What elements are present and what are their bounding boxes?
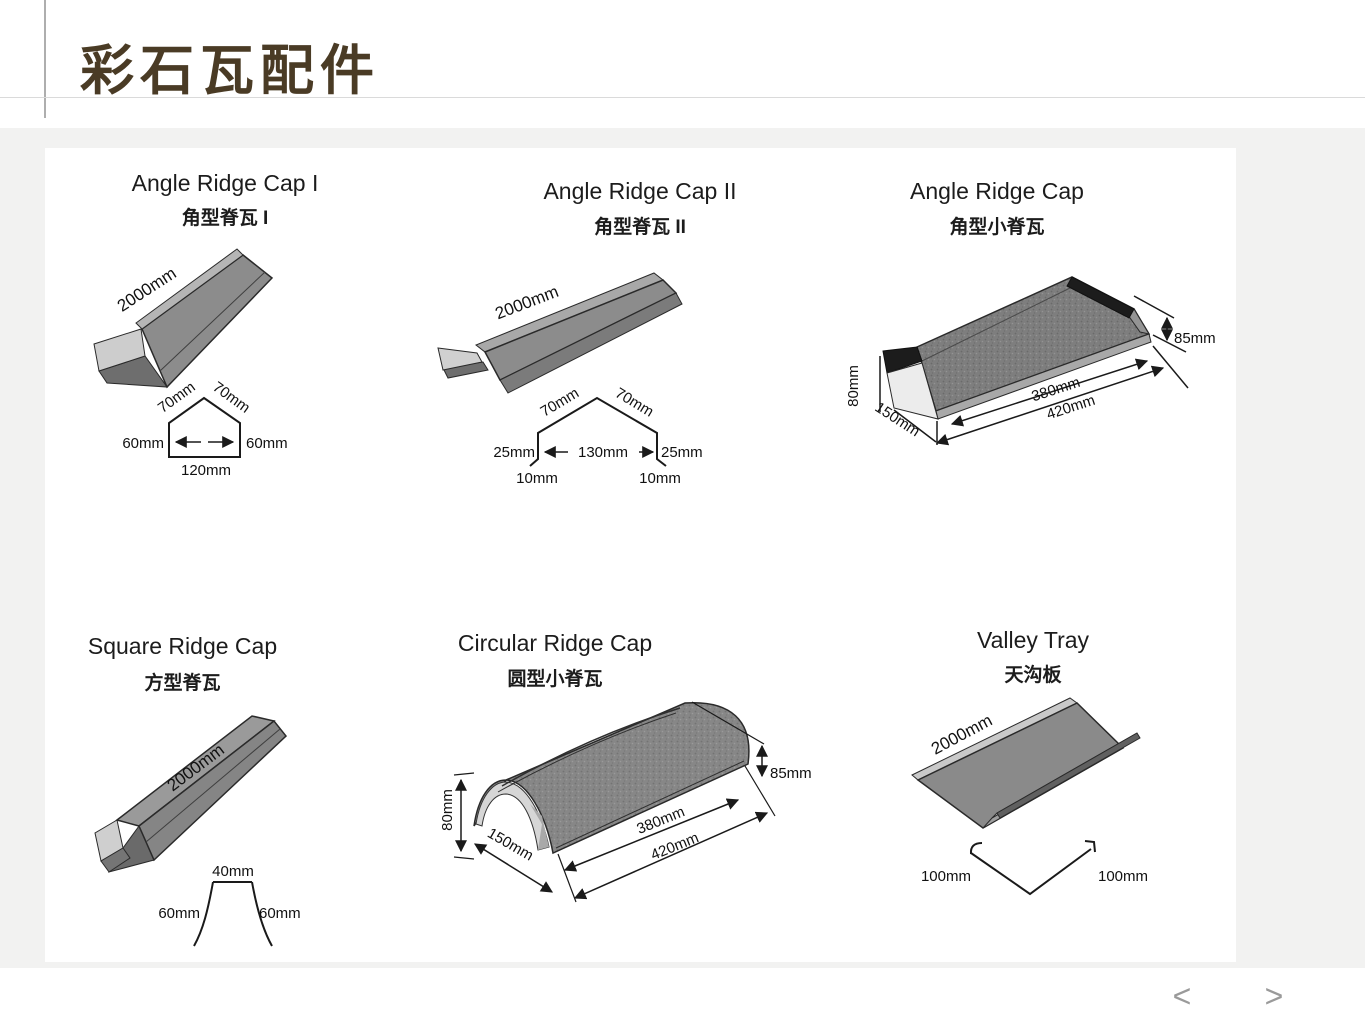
dim-slope-left: 70mm [537,385,581,421]
circular-ridge-cap-diagram: 80mm 150mm 380mm 420mm 85mm [439,701,812,903]
prev-page-button[interactable]: < [1162,976,1202,1016]
dim-end-height: 85mm [770,765,812,782]
product-name-en: Angle Ridge Cap [910,178,1084,204]
product-card-circular-ridge-cap: Circular Ridge Cap 圆型小脊瓦 80mm [430,620,845,960]
product-name-zh: 角型小脊瓦 [949,217,1045,238]
next-page-button[interactable]: > [1254,976,1294,1016]
dim-side-right: 100mm [1098,868,1148,885]
product-card-valley-tray: Valley Tray 天沟板 2000mm 100mm 100mm [845,620,1236,960]
dim-end-height: 85mm [1174,330,1216,347]
angle-ridge-cap-2-diagram: 2000mm 70mm 70mm 25mm 25mm 130mm 10mm 10… [437,272,703,487]
dim-flare-right: 10mm [639,470,681,487]
dim-height: 80mm [439,789,456,831]
product-name-en: Valley Tray [976,627,1090,653]
square-ridge-cap-diagram: 2000mm 40mm 60mm 60mm [94,715,301,947]
dim-side-left: 60mm [158,905,200,922]
product-name-zh: 方型脊瓦 [144,673,221,694]
catalog-panel: Angle Ridge Cap I 角型脊瓦 I 2000mm 70mm 70m… [45,148,1236,962]
dim-height: 80mm [845,365,862,407]
page-title: 彩石瓦配件 [80,41,380,101]
product-name-zh: 角型脊瓦 I [181,208,269,229]
dim-slope-right: 70mm [209,378,253,416]
product-name-en: Angle Ridge Cap II [543,178,737,204]
dim-side-left: 60mm [122,435,164,452]
dim-side-right: 60mm [246,435,288,452]
product-name-zh: 角型脊瓦 II [594,217,686,238]
product-name-zh: 天沟板 [1004,665,1062,686]
product-card-angle-ridge-cap-1: Angle Ridge Cap I 角型脊瓦 I 2000mm 70mm 70m… [60,160,400,510]
product-name-en: Angle Ridge Cap I [131,170,319,196]
product-name-en: Circular Ridge Cap [457,630,653,656]
dim-side-left: 25mm [493,444,535,461]
chevron-right-icon: > [1264,978,1284,1014]
angle-ridge-cap-diagram: 80mm 150mm 380mm 420mm 85mm [845,276,1216,446]
header-horizontal-rule [0,97,1365,98]
dim-top: 40mm [212,863,254,880]
dim-flare-left: 10mm [516,470,558,487]
dim-outer-length: 420mm [648,829,701,864]
angle-ridge-cap-1-diagram: 2000mm 70mm 70mm 60mm 60mm 120mm [93,248,288,479]
dim-depth: 150mm [484,825,536,865]
product-name-zh: 圆型小脊瓦 [507,669,603,690]
dim-slope-right: 70mm [612,385,656,421]
chevron-left-icon: < [1172,978,1192,1014]
valley-tray-diagram: 2000mm 100mm 100mm [911,697,1148,896]
header-vertical-rule [44,0,46,118]
dim-width: 130mm [578,444,628,461]
product-card-square-ridge-cap: Square Ridge Cap 方型脊瓦 2000mm 40mm 60mm 6… [60,620,400,960]
dim-side-right: 60mm [259,905,301,922]
product-name-en: Square Ridge Cap [87,633,278,659]
product-card-angle-ridge-cap: Angle Ridge Cap 角型小脊瓦 80mm [840,160,1236,490]
product-card-angle-ridge-cap-2: Angle Ridge Cap II 角型脊瓦 II 2000mm 70mm 7… [430,160,790,510]
dim-width: 120mm [181,462,231,479]
dim-side-right: 25mm [661,444,703,461]
dim-side-left: 100mm [921,868,971,885]
